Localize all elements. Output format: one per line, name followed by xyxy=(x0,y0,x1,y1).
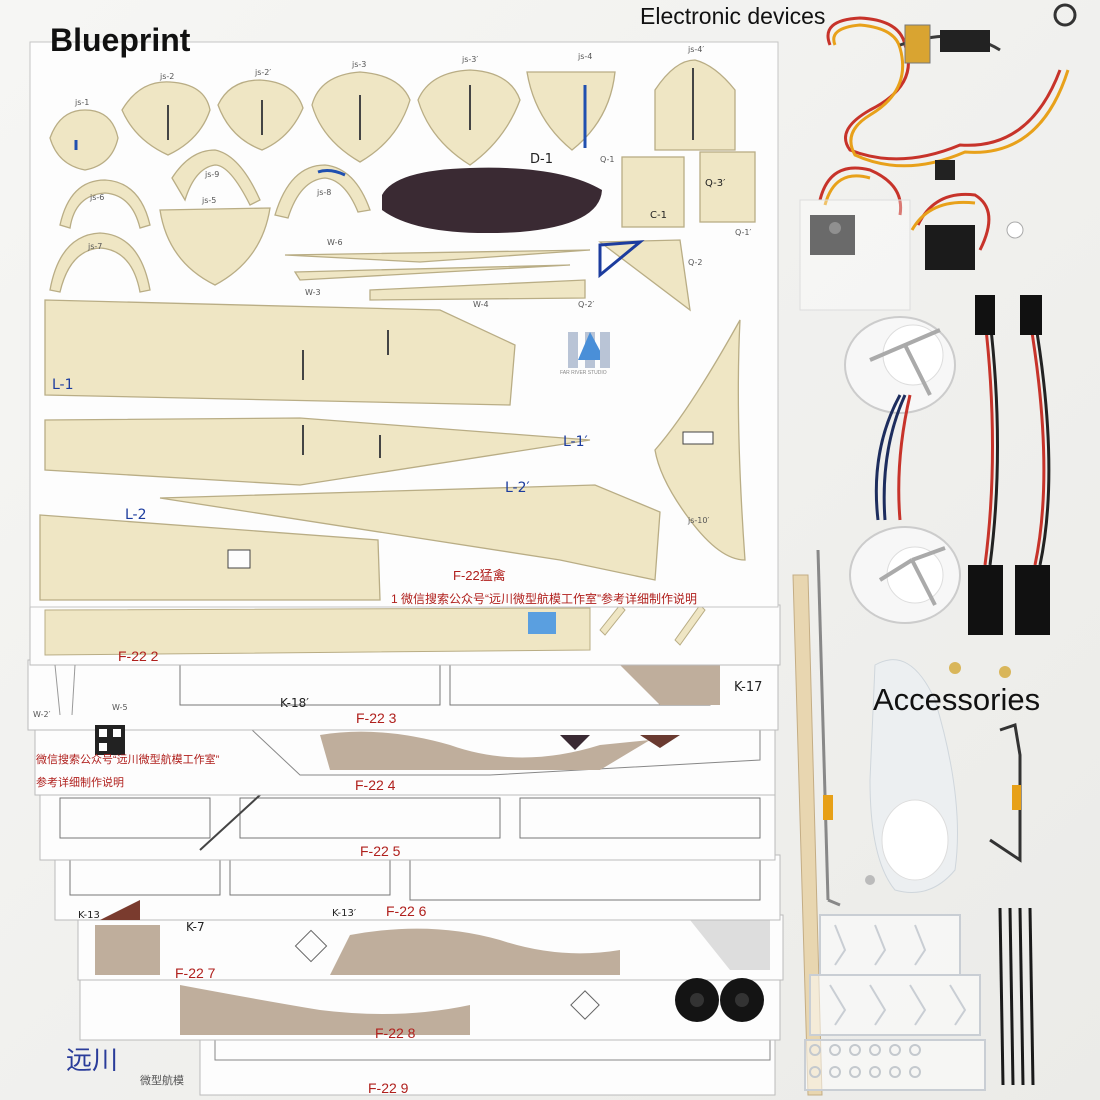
esc-board xyxy=(940,30,990,52)
main-blueprint-sheet xyxy=(29,41,779,608)
part-label-js2p: js-2′ xyxy=(255,68,272,77)
brand-sub-cn: 微型航模 xyxy=(140,1075,184,1087)
studio-mark: FAR RIVER STUDIO xyxy=(560,370,607,376)
part-label-k13p: K-13′ xyxy=(332,908,357,919)
wechat-note-2: 参考详细制作说明 xyxy=(36,777,124,789)
carbon-rods xyxy=(998,907,1035,1086)
part-label-js7: js-7 xyxy=(88,242,103,251)
small-washers xyxy=(809,1044,921,1078)
part-label-l2: L-2 xyxy=(125,507,147,523)
blueprint-heading: Blueprint xyxy=(50,22,191,58)
printed-sheet-2 xyxy=(29,604,781,716)
sheet-title-cn: F-22猛禽 xyxy=(453,568,506,583)
sheet-number-2: F-22 2 xyxy=(118,648,159,664)
sheet-number-7: F-22 7 xyxy=(175,965,216,981)
part-label-js6: js-6 xyxy=(90,193,105,202)
part-label-w6: W-6 xyxy=(327,238,343,247)
part-label-js9: js-9 xyxy=(205,170,220,179)
part-label-k17: K-17 xyxy=(734,680,763,695)
sheet-number-3: F-22 3 xyxy=(356,710,397,726)
electronic-devices-heading: Electronic devices xyxy=(640,3,826,29)
part-label-js4: js-4 xyxy=(578,52,593,61)
landing-gear-wire xyxy=(816,549,841,907)
part-label-w3: W-3 xyxy=(305,288,321,297)
part-label-js2: js-2 xyxy=(160,72,175,81)
sheet-note-cn: 1 微信搜索公众号“远川微型航模工作室”参考详细制作说明 xyxy=(391,592,698,606)
part-label-q1: Q-1 xyxy=(600,155,615,164)
accessories-heading: Accessories xyxy=(873,682,1041,717)
printed-sheet-8 xyxy=(79,974,781,1041)
part-label-k13: K-13 xyxy=(78,910,100,921)
edf-motor-2 xyxy=(849,526,961,624)
wechat-note-1: 微信搜索公众号“远川微型航模工作室” xyxy=(36,754,220,766)
part-label-js5: js-5 xyxy=(202,196,217,205)
printed-sheet-9 xyxy=(199,1034,776,1096)
part-label-js4p: js-4′ xyxy=(688,45,705,54)
wheels xyxy=(675,978,764,1022)
sheet-number-9: F-22 9 xyxy=(368,1080,409,1096)
parts-bag xyxy=(799,199,911,311)
part-label-js10p: js-10′ xyxy=(688,516,710,525)
part-label-js3p: js-3′ xyxy=(462,55,479,64)
canopy xyxy=(869,659,958,893)
brand-logo-cn: 远川 xyxy=(66,1046,119,1076)
part-label-js8: js-8 xyxy=(317,188,332,197)
part-label-w4: W-4 xyxy=(473,300,489,309)
part-label-l2p: L-2′ xyxy=(505,480,530,496)
part-label-q1p: Q-1′ xyxy=(735,228,752,237)
part-label-l1p: L-1′ xyxy=(563,434,588,450)
part-label-c1: C-1 xyxy=(650,210,667,221)
part-label-w5: W-5 xyxy=(112,703,128,712)
edf-motor-1 xyxy=(844,316,956,521)
sheet-number-4: F-22 4 xyxy=(355,777,396,793)
sheet-number-5: F-22 5 xyxy=(360,843,401,859)
part-label-l1: L-1 xyxy=(52,377,74,393)
part-label-w2p: W-2′ xyxy=(33,710,51,719)
servo-1 xyxy=(810,166,903,255)
part-label-js3: js-3 xyxy=(352,60,367,69)
balsa-stick xyxy=(792,574,823,1096)
part-label-k7: K-7 xyxy=(186,920,205,934)
printed-sheet-7 xyxy=(77,914,784,981)
part-label-k18p: K-18′ xyxy=(280,696,309,710)
part-label-q3p: Q-3′ xyxy=(705,178,726,189)
sheet-number-8: F-22 8 xyxy=(375,1025,416,1041)
part-label-js1: js-1 xyxy=(75,98,90,107)
printed-sheet-6 xyxy=(54,854,781,921)
servo-cables xyxy=(968,295,1051,635)
part-label-q2p: Q-2′ xyxy=(578,300,595,309)
part-label-q2: Q-2 xyxy=(688,258,703,267)
control-horns xyxy=(804,914,986,1091)
printed-sheet-3 xyxy=(27,659,779,755)
printed-sheet-5 xyxy=(39,789,776,861)
servo-2 xyxy=(910,192,1024,270)
printed-sheet-4 xyxy=(34,724,776,796)
xt-connector xyxy=(904,24,931,64)
part-label-d1: D-1 xyxy=(530,152,553,167)
sheet-number-6: F-22 6 xyxy=(386,903,427,919)
pushrod-bend xyxy=(989,723,1022,863)
